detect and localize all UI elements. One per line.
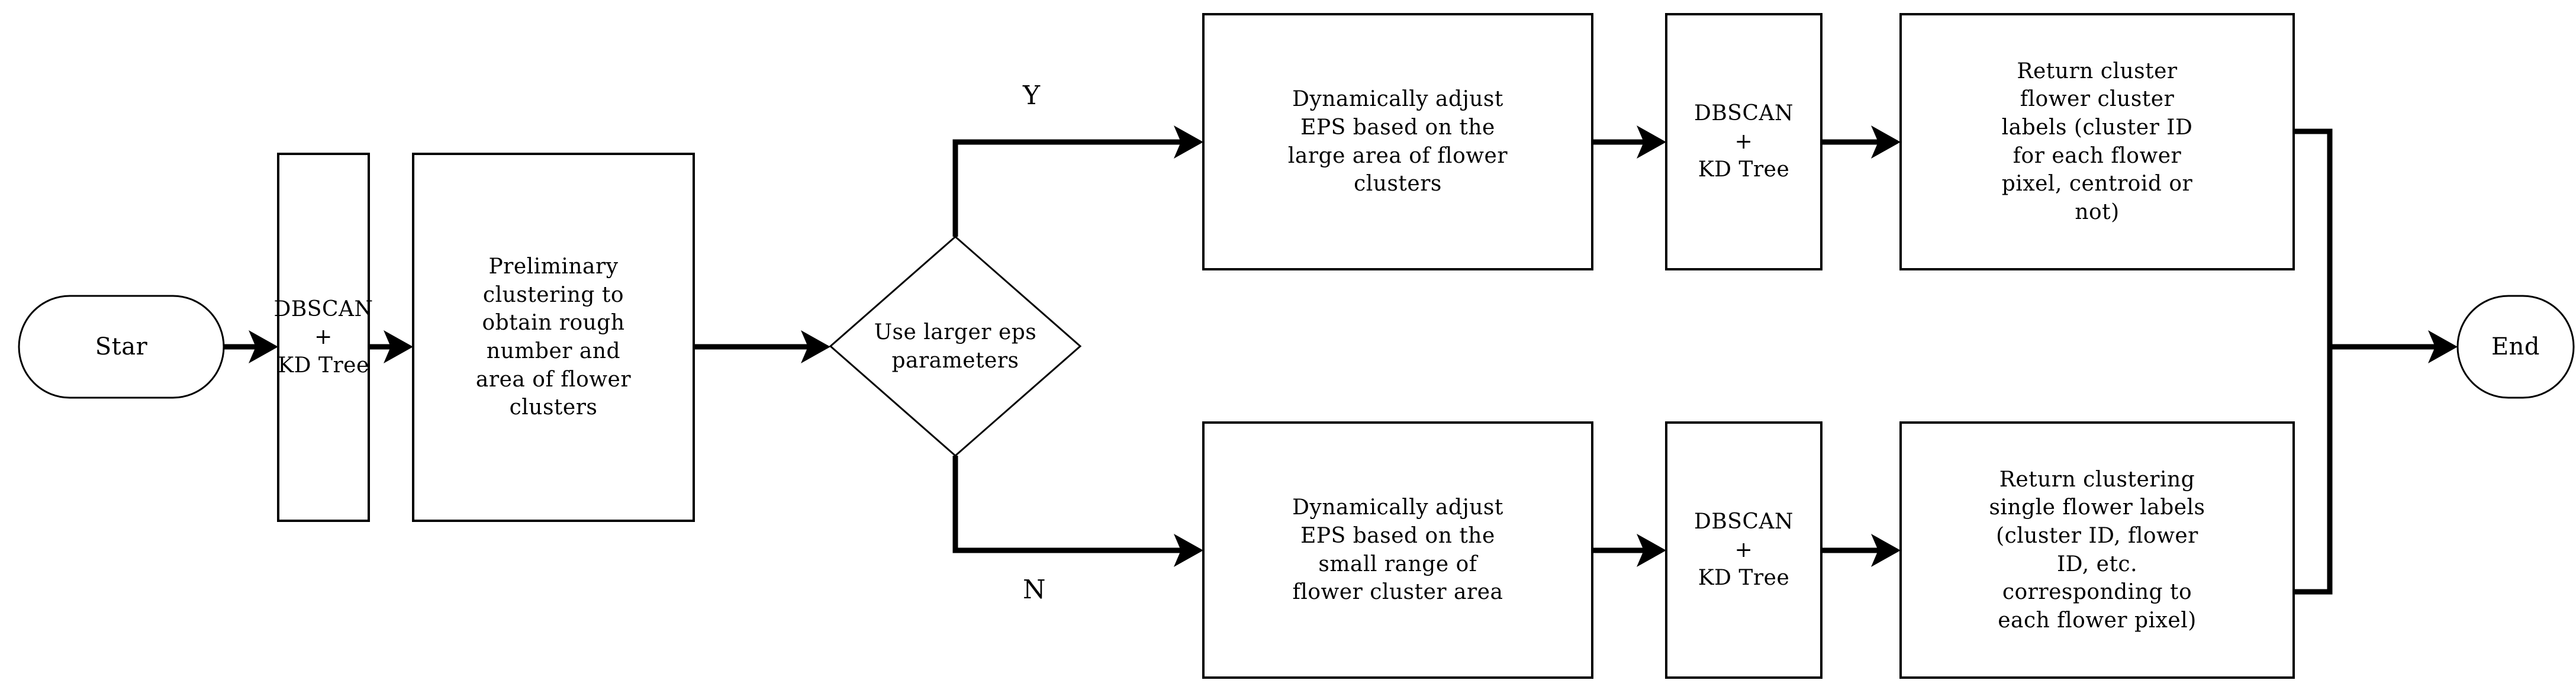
node-start-shape[interactable] bbox=[18, 295, 225, 399]
node-return-single-shape[interactable] bbox=[1899, 421, 2295, 679]
branch-label-no: N bbox=[1023, 575, 1046, 605]
node-end-shape[interactable] bbox=[2456, 295, 2575, 399]
node-preliminary-shape[interactable] bbox=[412, 153, 695, 522]
edge-adjust-small-to-dbscan-bottom bbox=[1592, 534, 1666, 567]
edge-dbscan-top-to-return-cluster bbox=[1821, 125, 1901, 159]
edge-preliminary-to-decision bbox=[694, 330, 830, 363]
edge-dbscan-initial-to-preliminary bbox=[369, 330, 413, 363]
edge-adjust-large-to-dbscan-top bbox=[1592, 125, 1666, 159]
node-dbscan-initial-shape[interactable] bbox=[277, 153, 370, 522]
node-adjust-large-shape[interactable] bbox=[1202, 13, 1593, 270]
node-decision-shape[interactable] bbox=[829, 236, 1082, 457]
node-dbscan-top-shape[interactable] bbox=[1665, 13, 1822, 270]
edge-dbscan-bottom-to-return-single bbox=[1821, 534, 1901, 567]
node-return-cluster-shape[interactable] bbox=[1899, 13, 2295, 270]
edge-start-to-dbscan-initial bbox=[224, 330, 278, 363]
node-dbscan-bottom-shape[interactable] bbox=[1665, 421, 1822, 679]
node-adjust-small-shape[interactable] bbox=[1202, 421, 1593, 679]
edge-decision-no-to-adjust-small bbox=[952, 456, 1203, 567]
edge-returns-merge-to-end bbox=[2294, 128, 2458, 595]
branch-label-yes: Y bbox=[1023, 80, 1041, 111]
edge-decision-yes-to-adjust-large bbox=[952, 125, 1203, 237]
